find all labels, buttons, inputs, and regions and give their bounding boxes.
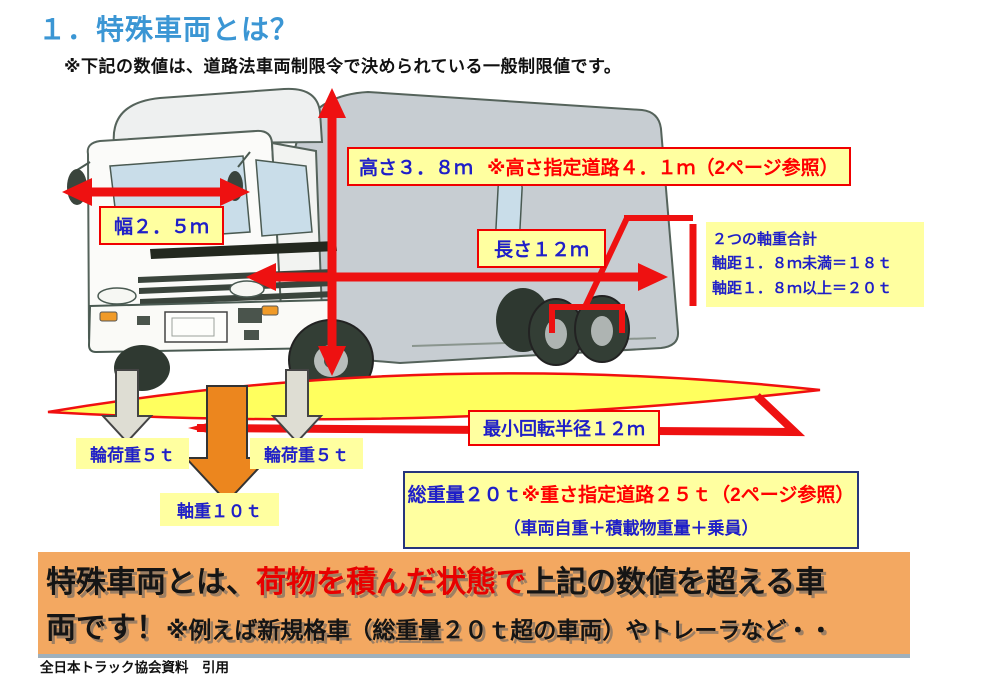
width-value: 幅２．５ｍ [114, 217, 210, 238]
total-weight-breakdown: （車両自重＋積載物重量＋乗員） [503, 519, 759, 538]
width-limit-label: 幅２．５ｍ [99, 206, 225, 245]
wheel-hub [545, 319, 567, 349]
banner-text-1: 特殊車両とは、 [46, 566, 256, 599]
wheel-load-arrow-right [270, 369, 324, 444]
wheel-load-label-right: 輪荷重５ｔ [250, 438, 363, 469]
sleeper-window [495, 181, 523, 237]
total-weight-note: ※重さ指定道路２５ｔ（2ページ参照） [521, 485, 855, 506]
cab-deflector [112, 87, 324, 146]
wheel-load-label-left: 輪荷重５ｔ [76, 438, 189, 469]
indicator-light [261, 305, 279, 316]
indicator-light [99, 311, 118, 322]
total-weight-label: 総重量２０ｔ※重さ指定道路２５ｔ（2ページ参照） （車両自重＋積載物重量＋乗員） [403, 471, 859, 549]
source-note: 全日本トラック協会資料 引用 [40, 660, 229, 675]
door-window [255, 159, 313, 237]
length-limit-label: 長さ１２ｍ [477, 229, 607, 268]
page-title: １．特殊車両とは？ [38, 14, 300, 45]
mirror-arm [237, 151, 251, 168]
axle-load-label: 軸重１０ｔ [160, 493, 279, 526]
grille-bar [140, 291, 335, 305]
turning-radius-label: 最小回転半径１２ｍ [468, 410, 660, 446]
height-limit-label: 高さ３．８ｍ ※高さ指定道路４．１ｍ（2ページ参照） [347, 147, 851, 186]
axle-sum-title: ２つの軸重合計 [712, 231, 818, 248]
bumper-detail [244, 330, 259, 340]
banner-text-example: ※例えば新規格車（総重量２０ｔ超の車両）やトレーラなど・・ [166, 617, 833, 643]
truck-illustration [67, 87, 680, 401]
banner-text-red: 荷物を積んだ状態で [256, 566, 526, 599]
banner-text-3: 両です！ [46, 612, 166, 645]
total-weight-value: 総重量２０ｔ [407, 485, 522, 506]
grille-bar [150, 241, 337, 259]
height-note: ※高さ指定道路４．１ｍ（2ページ参照） [487, 158, 839, 179]
headlight [229, 280, 265, 298]
axle-load-arrow [183, 385, 271, 504]
headlight [97, 287, 137, 305]
axle-sum-rule-1: 軸距１．８ｍ未満＝１８ｔ [712, 255, 893, 273]
license-plate [164, 311, 228, 343]
bumper-detail [137, 316, 150, 325]
banner-text-2: 上記の数値を超える車 [526, 566, 826, 599]
bumper-detail [238, 308, 262, 323]
width-arrow [62, 178, 250, 206]
axle-sum-rule-2: 軸距１．８ｍ以上＝２０ｔ [712, 279, 893, 297]
length-arrow [246, 263, 668, 291]
wheel-load-arrow-left [100, 369, 154, 444]
length-value: 長さ１２ｍ [494, 240, 590, 261]
wheel-hub [591, 316, 613, 346]
subtitle-note: ※下記の数値は、道路法車両制限令で決められている一般制限値です。 [64, 57, 622, 76]
height-arrow [318, 88, 346, 376]
license-plate-inner [171, 317, 215, 337]
height-value: 高さ３．８ｍ [359, 158, 474, 179]
definition-banner: 特殊車両とは、荷物を積んだ状態で上記の数値を超える車 両です！※例えば新規格車（… [38, 552, 910, 658]
axle-sum-info-box: ２つの軸重合計 軸距１．８ｍ未満＝１８ｔ 軸距１．８ｍ以上＝２０ｔ [706, 222, 924, 307]
